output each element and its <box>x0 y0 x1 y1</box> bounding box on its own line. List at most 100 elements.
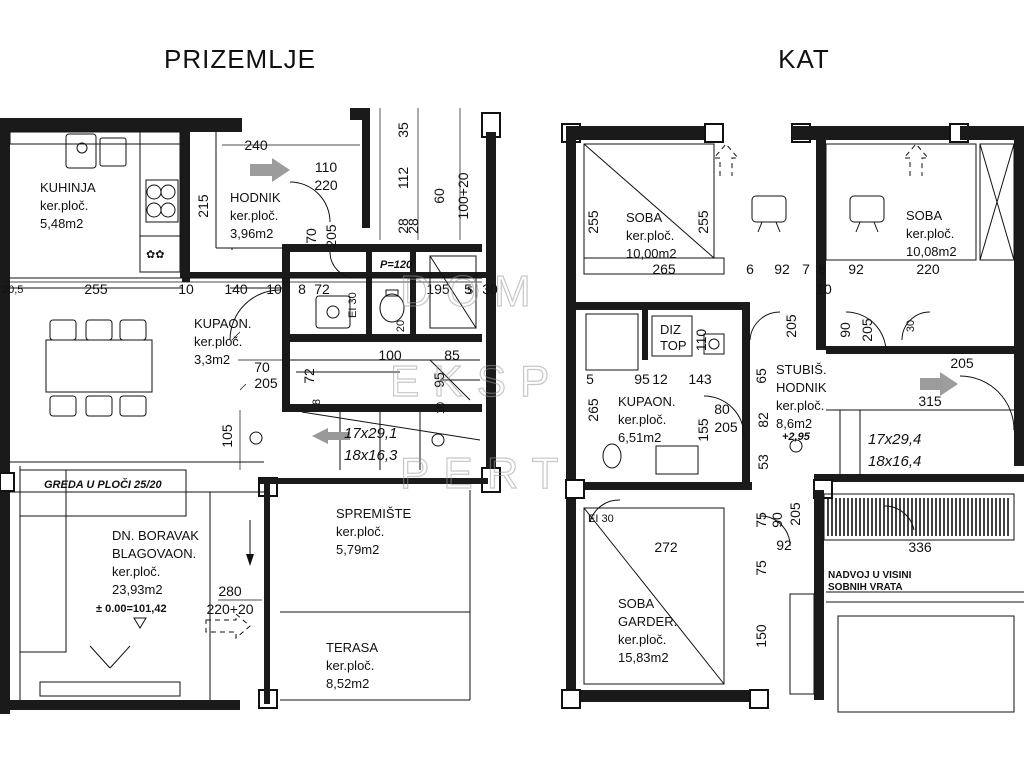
kupaon-name: KUPAON. <box>194 316 252 331</box>
wall <box>642 310 648 360</box>
wall <box>260 478 488 484</box>
ground-floor-plan: ✿✿ <box>0 108 501 714</box>
hodnik-area: 3,96m2 <box>230 226 273 241</box>
hodnik-name: HODNIK <box>230 190 281 205</box>
dim: 30 <box>482 281 498 297</box>
dim: 92 <box>848 261 864 277</box>
dim: 110 <box>693 329 709 352</box>
wall <box>282 244 290 340</box>
dim: 20,5 <box>2 284 23 296</box>
soba2-name: SOBA <box>906 208 942 223</box>
dim: 155 <box>695 418 711 442</box>
column <box>565 479 585 499</box>
boravak-name-2: BLAGOVAON. <box>112 546 196 561</box>
wall <box>282 342 290 412</box>
wall <box>264 478 270 704</box>
dim: 20 <box>395 320 407 332</box>
lintel-note: NADVOJ U VISINI <box>828 570 912 581</box>
dim: 112 <box>395 167 411 190</box>
dim: 220+20 <box>206 601 253 617</box>
dim: 72 <box>314 281 330 297</box>
lintel-note-2: SOBNIH VRATA <box>828 582 903 593</box>
dim: 143 <box>688 371 712 387</box>
kupaon-floor: ker.ploč. <box>194 334 242 349</box>
watermark-line-2: EKSP <box>390 357 563 406</box>
dim: 28 <box>395 218 411 234</box>
soba2-floor: ker.ploč. <box>906 226 954 241</box>
stairs-size-1: 17x29,1 <box>344 425 397 442</box>
spremiste-name: SPREMIŠTE <box>336 506 411 521</box>
hodnik-up-name: STUBIŠ. <box>776 362 827 377</box>
upper-floor-plan <box>561 123 1024 713</box>
dim: 205 <box>950 355 974 371</box>
dim: 205 <box>254 375 278 391</box>
kuhinja-area: 5,48m2 <box>40 216 83 231</box>
wall <box>180 118 190 278</box>
wall <box>0 118 10 714</box>
dim: 110 <box>315 159 338 175</box>
dim: 10 <box>816 281 832 297</box>
column <box>0 472 15 492</box>
dim: 195 <box>426 281 450 297</box>
stairs-up-arrow-icon <box>920 372 958 396</box>
upper-floor-title: KAT <box>778 44 830 74</box>
dim: 5 <box>467 285 473 297</box>
spremiste-area: 5,79m2 <box>336 542 379 557</box>
wall <box>960 126 1024 140</box>
ground-floor-title: PRIZEMLJE <box>164 44 316 74</box>
kupaon-up-name: KUPAON. <box>618 394 676 409</box>
kuhinja-floor: ker.ploč. <box>40 198 88 213</box>
wall <box>410 244 416 340</box>
dim: 220 <box>916 261 940 277</box>
kuhinja-name: KUHINJA <box>40 180 96 195</box>
stairs-size-2: 18x16,3 <box>344 447 398 464</box>
kupaon-up-floor: ker.ploč. <box>618 412 666 427</box>
beam-note: GREDA U PLOČI 25/20 <box>44 478 162 491</box>
terasa-area: 8,52m2 <box>326 676 369 691</box>
dim: 95 <box>431 372 447 388</box>
watermark: DOM EKSP PERT <box>389 266 563 498</box>
wall <box>742 302 750 488</box>
dim: 12 <box>652 371 668 387</box>
dim: 8 <box>311 399 323 405</box>
wall <box>282 334 482 342</box>
dim: 35 <box>395 122 411 138</box>
dim: 10 <box>435 402 447 414</box>
upper-ei-label: EI 30 <box>588 513 614 525</box>
wall <box>566 126 576 706</box>
terasa-name: TERASA <box>326 640 378 655</box>
wall <box>814 490 824 700</box>
ground-dimensions: 240 110 220 35 112 60 100+20 215 70 205 … <box>2 122 498 617</box>
dim: 80 <box>714 401 730 417</box>
upper-stairs-size-2: 18x16,4 <box>868 453 921 470</box>
dim: 272 <box>654 539 678 555</box>
boravak-floor: ker.ploč. <box>112 564 160 579</box>
dim: 220 <box>314 177 338 193</box>
hodnik-up-floor: ker.ploč. <box>776 398 824 413</box>
dim: 8 <box>818 261 826 277</box>
column <box>749 689 769 709</box>
soba3-area: 15,83m2 <box>618 650 669 665</box>
ground-ei-label: EI 30 <box>347 292 359 318</box>
dim: 105 <box>219 424 235 448</box>
stairs-arrow-icon <box>312 428 328 444</box>
dizalica-label-2: TOP <box>660 338 687 353</box>
wall <box>566 126 710 140</box>
wall <box>182 272 490 278</box>
dim: 140 <box>224 281 248 297</box>
dim: 7 <box>802 261 810 277</box>
dizalica-label: DIZ <box>660 322 681 337</box>
soba2-area: 10,08m2 <box>906 244 957 259</box>
hodnik-up-name-2: HODNIK <box>776 380 827 395</box>
dim: 8 <box>298 281 306 297</box>
soba1-name: SOBA <box>626 210 662 225</box>
spremiste-floor: ker.ploč. <box>336 524 384 539</box>
wall <box>282 404 482 412</box>
dim: 255 <box>585 210 601 234</box>
dim: 150 <box>753 624 769 648</box>
dim: 92 <box>774 261 790 277</box>
wall <box>282 244 482 252</box>
boravak-area: 23,93m2 <box>112 582 163 597</box>
dim: 90 <box>769 512 785 528</box>
